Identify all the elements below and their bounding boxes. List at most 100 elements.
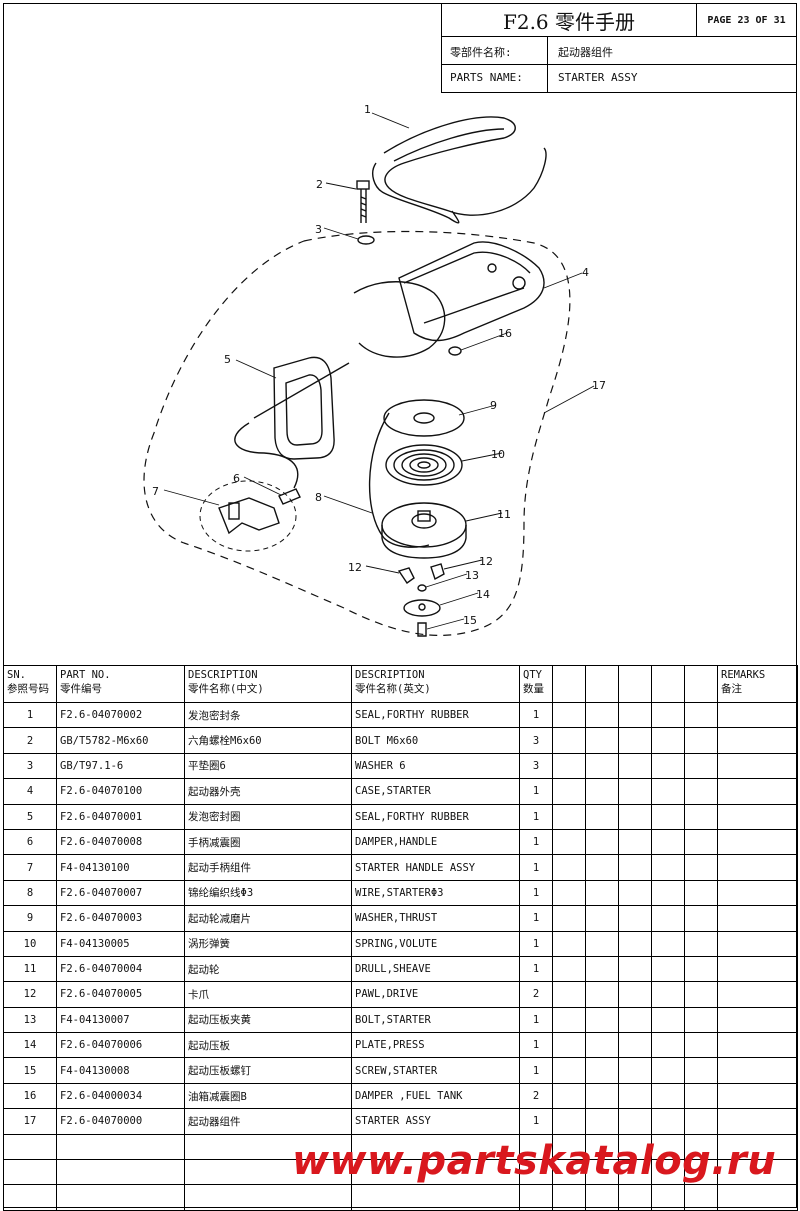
- blank-cell: [717, 1159, 798, 1186]
- desc-en-cell: DAMPER,HANDLE: [351, 828, 520, 856]
- blank-cell: [651, 828, 685, 856]
- blank-cell: [651, 1057, 685, 1084]
- fuel-tank-damper-part: [448, 346, 462, 356]
- qty-cell: 3: [519, 727, 553, 754]
- title-block-divider: [547, 37, 548, 92]
- blank-cell: [585, 1184, 619, 1211]
- remarks-cell: [717, 701, 798, 729]
- blank-cell: [684, 1108, 718, 1135]
- watermark: www.partskatalog.ru: [292, 1138, 777, 1184]
- blank-cell: [552, 727, 586, 754]
- part-no-cell: F2.6-04070003: [56, 905, 185, 932]
- callout-14: 14: [476, 588, 490, 601]
- qty-cell: 1: [519, 930, 553, 957]
- desc-en-cell: WASHER,THRUST: [351, 905, 520, 932]
- blank-cell: [684, 1006, 718, 1034]
- desc-cn-cell: 起动轮: [184, 955, 352, 983]
- part-no-cell: GB/T97.1-6: [56, 752, 185, 780]
- blank-cell: [552, 1006, 586, 1034]
- part-no-cell: F4-04130007: [56, 1006, 185, 1034]
- remarks-cell: [717, 828, 798, 856]
- blank-cell: [717, 1184, 798, 1211]
- callout-17: 17: [592, 379, 606, 392]
- blank-cell: [651, 1082, 685, 1110]
- desc-cn-cell: 发泡密封圈: [184, 803, 352, 830]
- starter-wire-part: [368, 412, 430, 548]
- blank-cell: [651, 955, 685, 983]
- handle-assembly-outline: [199, 480, 297, 552]
- blank-cell: [684, 955, 718, 983]
- qty-cell: 2: [519, 1082, 553, 1110]
- blank-cell: [585, 955, 619, 983]
- callout-13: 13: [465, 569, 479, 582]
- blank-cell: [684, 1133, 718, 1161]
- blank-cell: [351, 1159, 520, 1186]
- remarks-cell: [717, 1057, 798, 1084]
- part-no-cell: F2.6-04070007: [56, 879, 185, 907]
- desc-cn-cell: 起动手柄组件: [184, 854, 352, 881]
- col-sn-header: SN.参照号码: [3, 665, 57, 703]
- qty-cell: 1: [519, 803, 553, 830]
- table-row-empty: [3, 1159, 798, 1186]
- desc-en-cell: STARTER ASSY: [351, 1108, 520, 1135]
- part-no-cell: F2.6-04070002: [56, 701, 185, 729]
- desc-cn-cell: 平垫圈6: [184, 752, 352, 780]
- desc-en-cell: PAWL,DRIVE: [351, 981, 520, 1008]
- blank-cell: [618, 905, 652, 932]
- blank-cell: [3, 1133, 57, 1161]
- blank-cell: [585, 1082, 619, 1110]
- blank-cell: [552, 778, 586, 805]
- qty-cell: 2: [519, 981, 553, 1008]
- starter-handle-part: [218, 497, 280, 535]
- blank-cell: [184, 1184, 352, 1211]
- washer-part: [357, 235, 375, 245]
- starter-spring-clip-part: [417, 584, 427, 592]
- desc-cn-cell: 起动压板夹黄: [184, 1006, 352, 1034]
- blank-cell: [651, 778, 685, 805]
- blank-cell: [684, 778, 718, 805]
- blank-cell: [585, 1032, 619, 1059]
- callout-8: 8: [315, 491, 322, 504]
- volute-spring-part: [385, 444, 463, 486]
- blank-cell: [651, 879, 685, 907]
- blank-cell: [618, 930, 652, 957]
- sn-cell: 11: [3, 955, 57, 983]
- desc-cn-cell: 发泡密封条: [184, 701, 352, 729]
- blank-cell: [585, 1006, 619, 1034]
- starter-sheave-part: [381, 502, 467, 559]
- col-blank-4: [651, 665, 685, 703]
- blank-cell: [552, 752, 586, 780]
- desc-en-cell: SEAL,FORTHY RUBBER: [351, 701, 520, 729]
- blank-cell: [684, 1184, 718, 1211]
- blank-cell: [651, 803, 685, 830]
- parts-name-cn-value: 起动器组件: [558, 46, 613, 59]
- blank-cell: [552, 905, 586, 932]
- remarks-cell: [717, 930, 798, 957]
- sn-cell: 3: [3, 752, 57, 780]
- blank-cell: [618, 1184, 652, 1211]
- part-no-cell: GB/T5782-M6x60: [56, 727, 185, 754]
- blank-cell: [618, 778, 652, 805]
- part-no-cell: F2.6-04070001: [56, 803, 185, 830]
- blank-cell: [618, 1082, 652, 1110]
- blank-cell: [552, 1108, 586, 1135]
- desc-en-cell: SPRING,VOLUTE: [351, 930, 520, 957]
- sn-cell: 4: [3, 778, 57, 805]
- blank-cell: [585, 905, 619, 932]
- desc-en-cell: WIRE,STARTERΦ3: [351, 879, 520, 907]
- starter-screw-part: [417, 622, 427, 637]
- desc-cn-cell: 起动轮减磨片: [184, 905, 352, 932]
- callout-16: 16: [498, 327, 512, 340]
- blank-cell: [684, 1159, 718, 1186]
- blank-cell: [684, 905, 718, 932]
- parts-name-en-value: STARTER ASSY: [558, 71, 638, 84]
- part-no-cell: F2.6-04070000: [56, 1108, 185, 1135]
- blank-cell: [618, 1159, 652, 1186]
